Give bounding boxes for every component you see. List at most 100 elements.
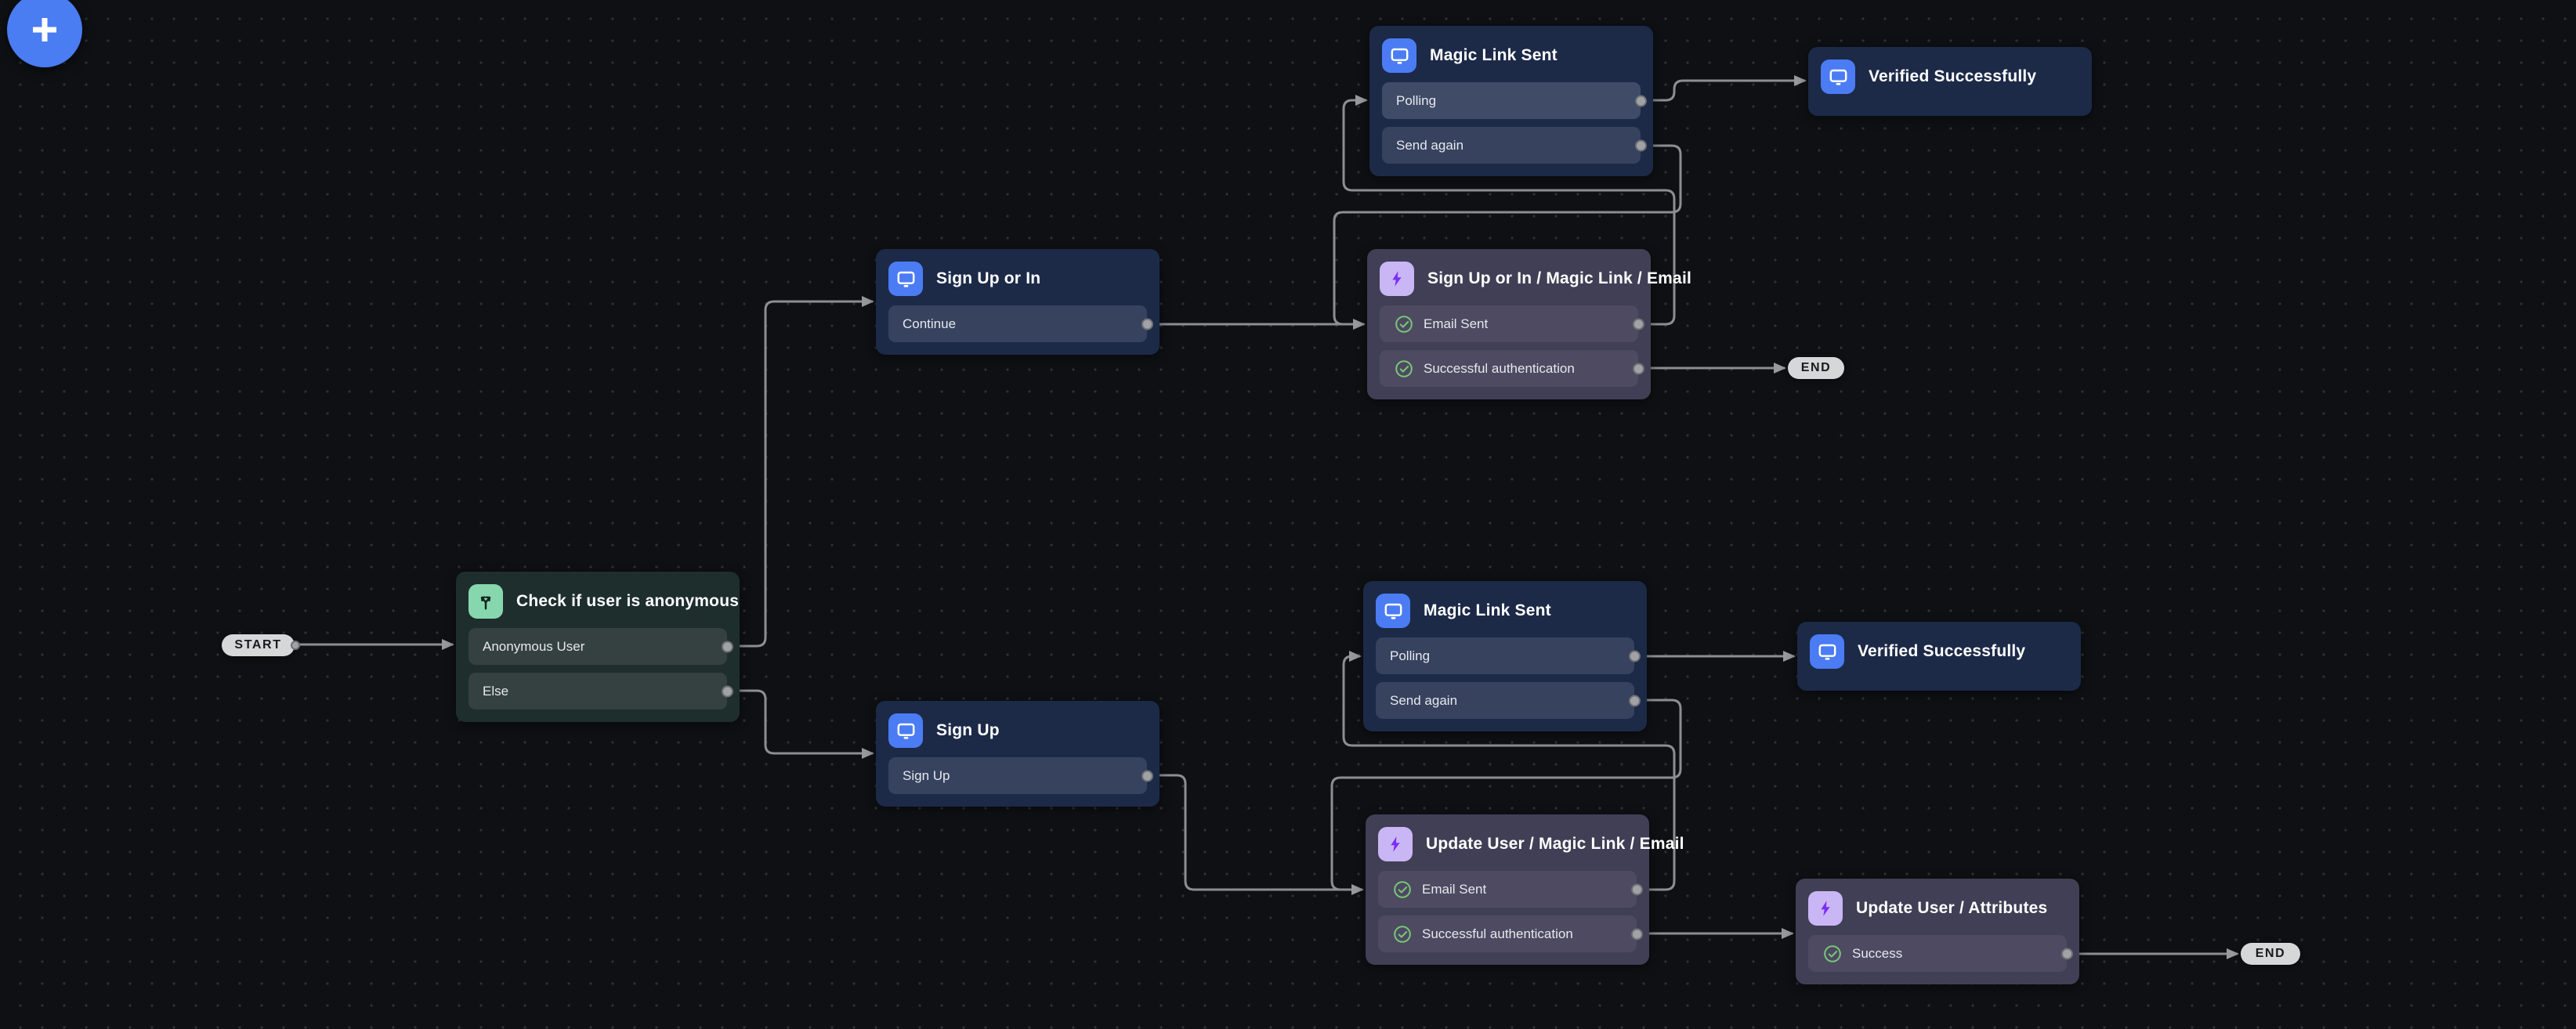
node-title: Update User / Attributes	[1856, 899, 2048, 917]
node-row[interactable]: Else	[469, 673, 733, 709]
output-port[interactable]	[1633, 363, 1644, 374]
node-row[interactable]: Email Sent	[1378, 871, 1643, 908]
node-row[interactable]: Email Sent	[1380, 305, 1644, 342]
row-label: Success	[1852, 945, 1903, 961]
row-label: Polling	[1390, 648, 1431, 663]
output-port[interactable]	[2061, 948, 2073, 959]
output-port[interactable]	[1629, 695, 1641, 706]
output-port[interactable]	[1141, 770, 1153, 782]
node-row[interactable]: Success	[1808, 935, 2073, 972]
node-title: Sign Up or In	[936, 269, 1041, 287]
node-row[interactable]: Successful authentication	[1378, 915, 1643, 952]
output-port[interactable]	[1629, 650, 1641, 662]
row-label: Sign Up	[903, 767, 950, 783]
flow-node-signup[interactable]: Sign Up Sign Up	[876, 701, 1160, 807]
node-header: Magic Link Sent	[1382, 38, 1641, 73]
node-row[interactable]: Polling	[1382, 82, 1647, 119]
end-node[interactable]: END	[2241, 943, 2300, 965]
node-header: Magic Link Sent	[1376, 594, 1634, 628]
output-port[interactable]	[722, 685, 733, 697]
node-rows: Sign Up	[888, 757, 1153, 794]
flow-node-action1[interactable]: Sign Up or In / Magic Link / Email Email…	[1367, 249, 1691, 399]
node-row[interactable]: Anonymous User	[469, 628, 733, 665]
node-header: Check if user is anonymous	[469, 584, 739, 619]
flow-node-suoi[interactable]: Sign Up or In Continue	[876, 249, 1160, 355]
row-label: Anonymous User	[483, 638, 585, 654]
flow-node-action2[interactable]: Update User / Magic Link / Email Email S…	[1366, 814, 1684, 965]
check-circle-icon	[1394, 314, 1414, 334]
node-row[interactable]: Successful authentication	[1380, 350, 1644, 387]
row-label: Else	[483, 683, 509, 699]
edge-connector	[1333, 144, 1682, 326]
row-label: Successful authentication	[1422, 926, 1573, 941]
output-port[interactable]	[1635, 95, 1647, 107]
screen-icon	[888, 262, 923, 296]
node-row[interactable]: Send again	[1382, 127, 1647, 164]
output-port[interactable]	[1141, 318, 1153, 330]
edge-connector	[1330, 699, 1682, 891]
check-circle-icon	[1822, 944, 1843, 964]
node-rows: Continue	[888, 305, 1153, 342]
lightning-icon	[1378, 827, 1413, 861]
output-port[interactable]	[1631, 883, 1643, 895]
node-row[interactable]: Polling	[1376, 637, 1641, 674]
row-label: Email Sent	[1422, 881, 1487, 897]
end-node[interactable]: END	[1788, 357, 1844, 379]
node-header: Sign Up or In	[888, 262, 1147, 296]
row-label: Email Sent	[1424, 316, 1489, 331]
row-label: Successful authentication	[1424, 360, 1575, 376]
end-label: END	[1800, 361, 1832, 374]
node-header: Verified Successfully	[1821, 60, 2079, 94]
edge-connector	[1342, 651, 1676, 891]
node-row[interactable]: Sign Up	[888, 757, 1153, 794]
start-node[interactable]: START	[222, 634, 300, 656]
lightning-icon	[1808, 891, 1843, 926]
screen-icon	[1810, 634, 1844, 669]
output-port[interactable]	[722, 641, 733, 652]
node-header: Verified Successfully	[1810, 634, 2068, 669]
flow-node-uua[interactable]: Update User / Attributes Success	[1796, 879, 2079, 984]
add-node-button[interactable]	[7, 0, 82, 67]
edge-connector	[727, 296, 874, 648]
screen-icon	[888, 713, 923, 748]
screen-icon	[1382, 38, 1416, 73]
output-port[interactable]	[1633, 318, 1644, 330]
node-title: Verified Successfully	[1869, 67, 2037, 85]
node-title: Sign Up or In / Magic Link / Email	[1427, 269, 1692, 287]
flow-node-check1[interactable]: Check if user is anonymous Anonymous Use…	[456, 572, 740, 722]
check-circle-icon	[1392, 879, 1413, 900]
node-title: Magic Link Sent	[1424, 601, 1551, 619]
flow-node-vs1[interactable]: Verified Successfully	[1808, 47, 2092, 116]
check-circle-icon	[1392, 924, 1413, 944]
node-title: Sign Up	[936, 721, 1000, 739]
start-label: START	[234, 638, 282, 652]
edge-connector	[1147, 774, 1364, 895]
start-output-port[interactable]	[291, 641, 300, 650]
output-port[interactable]	[1635, 139, 1647, 151]
node-row[interactable]: Send again	[1376, 682, 1641, 719]
check-circle-icon	[1394, 359, 1414, 379]
output-port[interactable]	[1631, 928, 1643, 940]
edge-connector	[1641, 75, 1807, 102]
row-label: Continue	[903, 316, 957, 331]
node-title: Check if user is anonymous	[516, 592, 740, 610]
edge-connector	[727, 689, 874, 759]
node-header: Update User / Magic Link / Email	[1378, 827, 1684, 861]
node-title: Update User / Magic Link / Email	[1426, 835, 1684, 853]
row-label: Polling	[1396, 92, 1437, 108]
node-title: Magic Link Sent	[1430, 46, 1558, 64]
node-header: Update User / Attributes	[1808, 891, 2067, 926]
screen-icon	[1376, 594, 1410, 628]
end-label: END	[2255, 947, 2286, 960]
flow-node-vs2[interactable]: Verified Successfully	[1797, 622, 2081, 691]
row-label: Send again	[1390, 692, 1458, 708]
node-header: Sign Up	[888, 713, 1147, 748]
node-row[interactable]: Continue	[888, 305, 1153, 342]
